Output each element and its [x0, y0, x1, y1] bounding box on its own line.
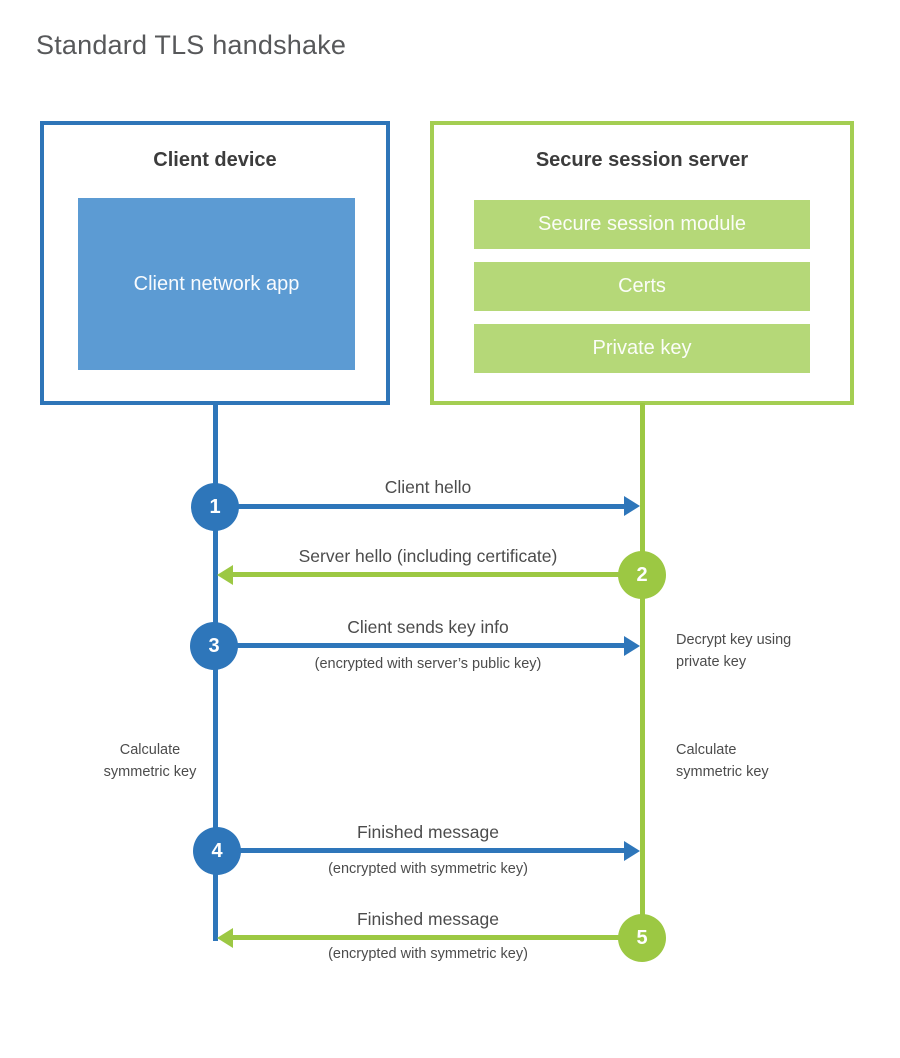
- module-bar-certs: Certs: [474, 262, 810, 311]
- step-4-number: 4: [211, 839, 223, 862]
- step-2-number: 2: [636, 563, 648, 586]
- step-4-circle: 4: [193, 827, 241, 875]
- step-2-circle: 2: [618, 551, 666, 599]
- message-5-arrowhead-left-icon: [217, 928, 233, 948]
- message-2-arrowhead-left-icon: [217, 565, 233, 585]
- step-1-circle: 1: [191, 483, 239, 531]
- client-network-app-label: Client network app: [133, 273, 300, 295]
- step-3-number: 3: [208, 634, 220, 657]
- module-bar-private-key: Private key: [474, 324, 810, 373]
- note-decrypt-key: Decrypt key using private key: [676, 632, 792, 670]
- client-network-app-box: Client network app: [78, 198, 355, 370]
- message-5-label: Finished message: [356, 909, 500, 929]
- message-4-label: Finished message: [356, 822, 500, 842]
- server-lifeline: [640, 403, 645, 941]
- message-1-label: Client hello: [384, 477, 472, 497]
- message-5-arrow: [233, 935, 640, 940]
- module-label: Certs: [618, 275, 666, 297]
- note-calc-symmetric-server: Calculate symmetric key: [676, 742, 769, 780]
- message-4-arrow: [217, 848, 625, 853]
- step-5-number: 5: [636, 926, 648, 949]
- message-1-arrowhead-right-icon: [624, 496, 640, 516]
- message-3-label: Client sends key info: [347, 617, 509, 637]
- module-label: Private key: [592, 337, 692, 359]
- note-calc-symmetric-client: Calculate symmetric key: [103, 742, 197, 780]
- module-label: Secure session module: [538, 213, 746, 235]
- step-1-number: 1: [209, 495, 221, 518]
- page-title: Standard TLS handshake: [36, 30, 347, 60]
- message-3-arrow: [216, 643, 625, 648]
- message-3-sublabel: (encrypted with server’s public key): [314, 656, 542, 672]
- server-title: Secure session server: [535, 149, 749, 171]
- message-4-sublabel: (encrypted with symmetric key): [328, 861, 528, 877]
- message-2-label: Server hello (including certificate): [298, 546, 558, 566]
- message-3-arrowhead-right-icon: [624, 636, 640, 656]
- message-1-arrow: [217, 504, 625, 509]
- client-lifeline: [213, 403, 218, 941]
- message-5-sublabel: (encrypted with symmetric key): [328, 946, 528, 962]
- message-4-arrowhead-right-icon: [624, 841, 640, 861]
- module-bar-secure-session-module: Secure session module: [474, 200, 810, 249]
- client-device-title: Client device: [153, 149, 277, 171]
- step-3-circle: 3: [190, 622, 238, 670]
- step-5-circle: 5: [618, 914, 666, 962]
- message-2-arrow: [233, 572, 640, 577]
